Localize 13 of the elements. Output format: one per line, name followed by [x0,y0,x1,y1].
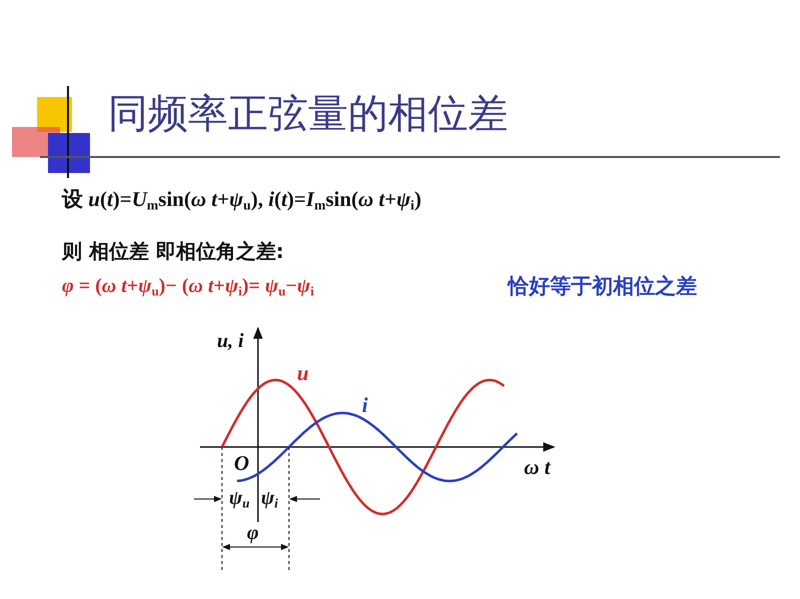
slide-title: 同频率正弦量的相位差 [108,92,508,136]
note-text: 则 相位差 即相位角之差: [62,240,284,262]
angle-label: ψ$_{u}$ [229,487,250,511]
angle-label: ψ$_{i}$ [261,487,278,511]
equation-text: 设 u(t)=U$_{m}$sin(ω t+ψ$_{u}$), i(t)=I$_{m}$sin(ω t+ψ$_{i}$) [62,188,422,212]
axis-label: u, i [217,330,244,352]
angle-label: φ [247,522,259,544]
curve-label: u [297,362,309,386]
note-text: 恰好等于初相位之差 [508,275,697,298]
axis-label: ω t [524,456,550,480]
origin-label: O [234,452,250,476]
curve-label: i [362,394,368,418]
formula-text: φ = (ω t+ψ$_{u}$)− (ω t+ψ$_{i}$)= ψ$_{u}$−ψ$_{i}$ [62,275,314,299]
